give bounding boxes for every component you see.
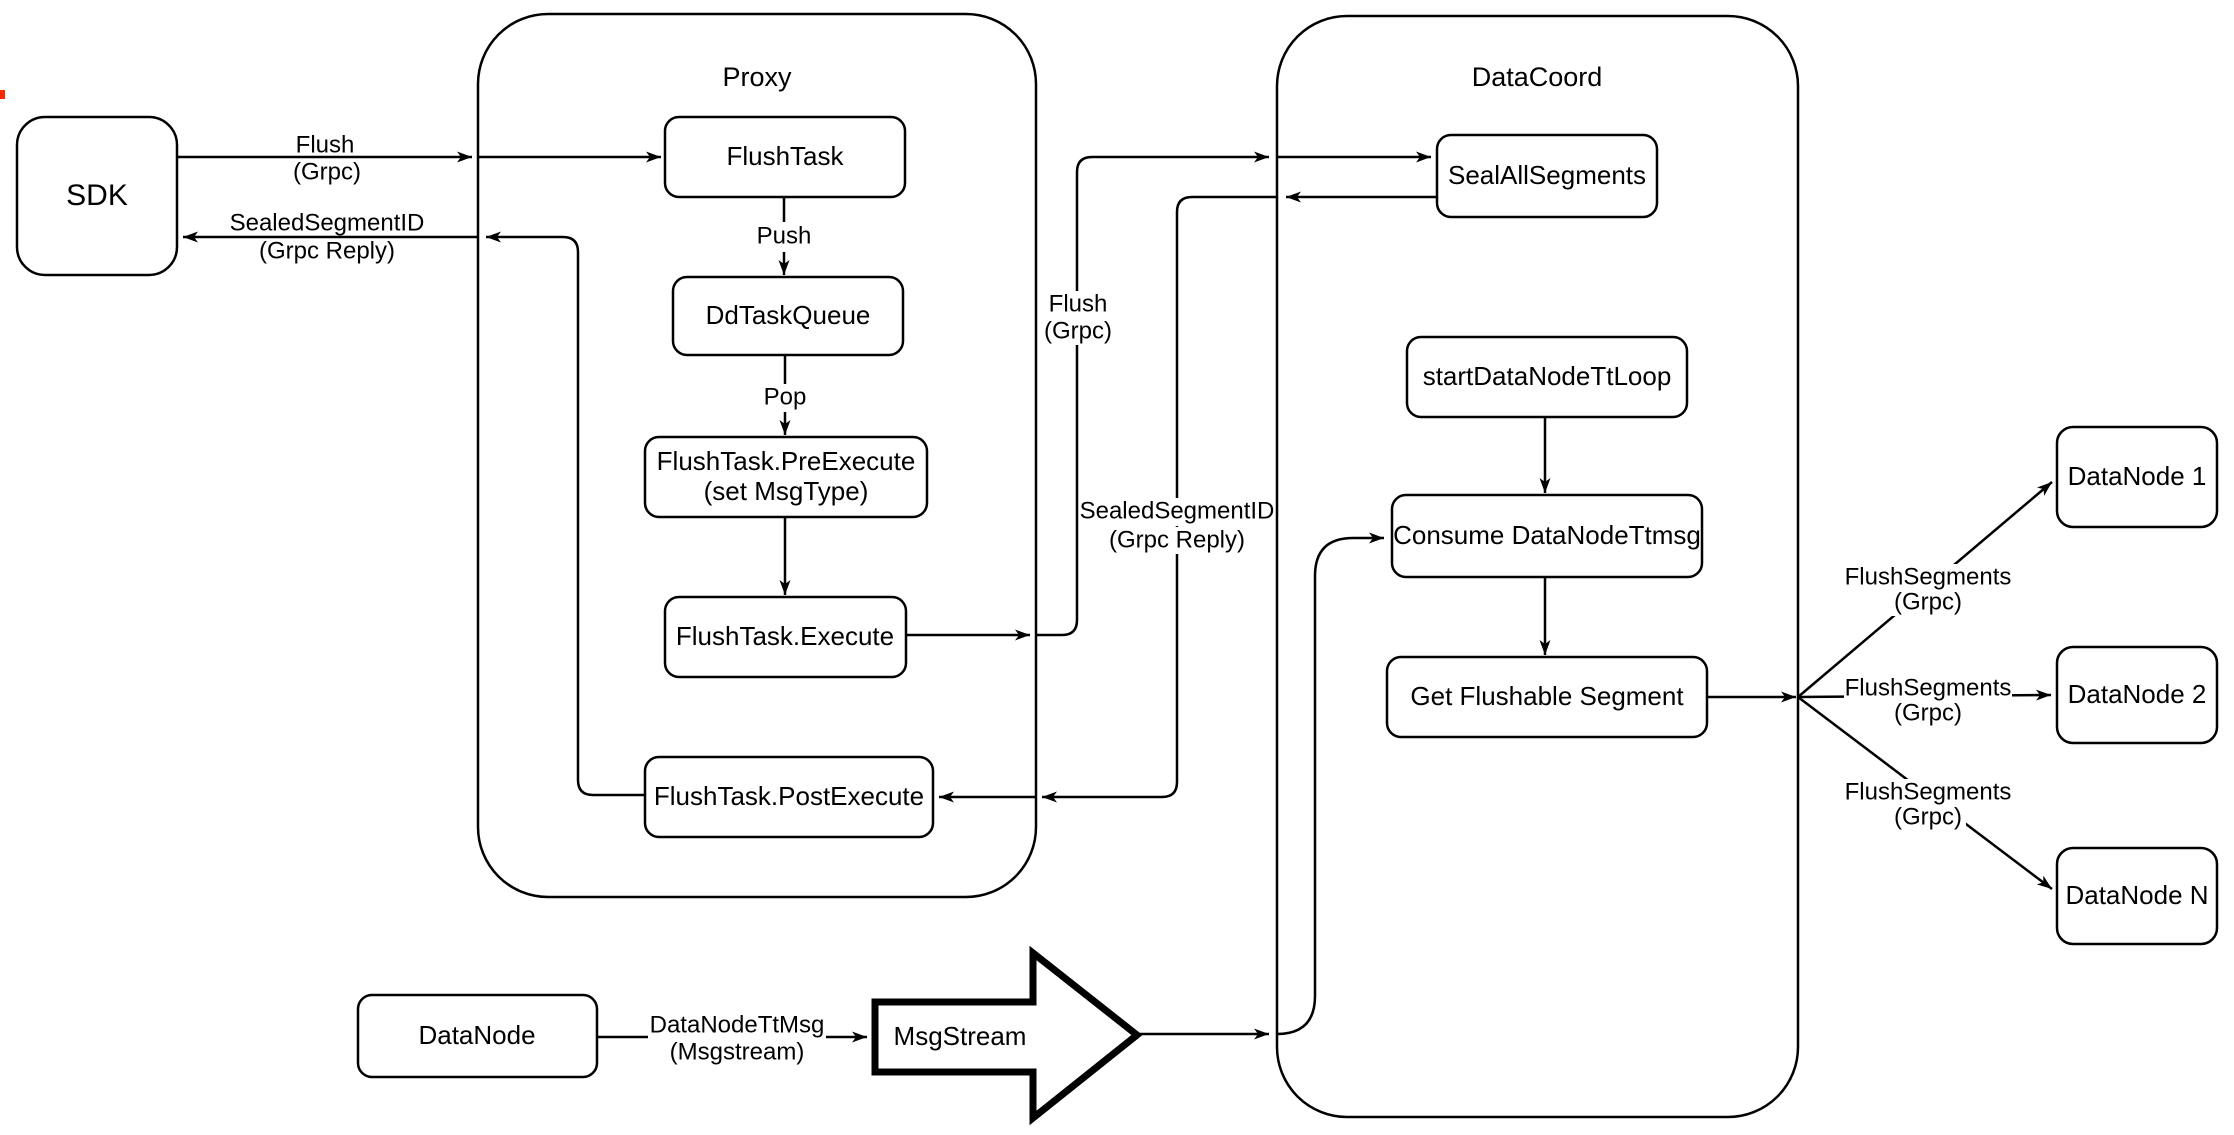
edge-postexecute-to-proxyedge: [486, 231, 645, 797]
label-flush-grpc-line1: Flush: [296, 131, 355, 158]
datacoord-title: DataCoord: [1472, 62, 1603, 92]
node-preexecute: FlushTask.PreExecute (set MsgType): [643, 435, 929, 519]
label-flushsegments2-line1: FlushSegments: [1845, 674, 2012, 701]
node-ddtaskqueue: DdTaskQueue: [671, 275, 905, 357]
svg-text:FlushTask.PostExecute: FlushTask.PostExecute: [654, 781, 924, 811]
node-flushtask: FlushTask: [663, 115, 907, 199]
edge-reply-down-to-proxy: [1042, 195, 1277, 803]
svg-text:MsgStream: MsgStream: [894, 1021, 1027, 1051]
label-datanodettmsg-line1: DataNodeTtMsg: [650, 1011, 825, 1038]
label-sealedsegmentid-line1: SealedSegmentID: [230, 209, 425, 236]
svg-text:Consume DataNodeTtmsg: Consume DataNodeTtmsg: [1393, 520, 1701, 550]
svg-text:DataNode: DataNode: [418, 1020, 535, 1050]
svg-text:(set MsgType): (set MsgType): [704, 476, 869, 506]
svg-text:DataNode 2: DataNode 2: [2068, 679, 2207, 709]
node-getflushablesegment: Get Flushable Segment: [1385, 655, 1709, 739]
node-msgstream: MsgStream: [871, 945, 1143, 1126]
label-flushsegments1-line1: FlushSegments: [1845, 563, 2012, 590]
node-datanode1: DataNode 1: [2055, 425, 2219, 529]
svg-text:SealAllSegments: SealAllSegments: [1448, 160, 1646, 190]
label-flushsegments3-line1: FlushSegments: [1845, 778, 2012, 805]
label-push: Push: [757, 222, 812, 249]
node-execute: FlushTask.Execute: [663, 595, 908, 679]
svg-text:FlushTask: FlushTask: [726, 141, 844, 171]
datacoord-container: [1275, 14, 1800, 1119]
label-flush-mid-line1: Flush: [1049, 290, 1108, 317]
svg-text:startDataNodeTtLoop: startDataNodeTtLoop: [1423, 361, 1672, 391]
node-sealallsegments: SealAllSegments: [1435, 133, 1659, 219]
node-sdk: SDK: [15, 115, 179, 277]
label-flush-grpc-line2: (Grpc): [293, 158, 361, 185]
label-flushsegments1-line2: (Grpc): [1894, 588, 1962, 615]
svg-text:SDK: SDK: [66, 179, 128, 212]
label-flushsegments2-line2: (Grpc): [1894, 699, 1962, 726]
edge-msgstream-to-consume: [1276, 532, 1384, 1036]
label-pop: Pop: [764, 383, 807, 410]
node-consumedatanodettmsg: Consume DataNodeTtmsg: [1390, 493, 1704, 579]
label-flushsegments3-line2: (Grpc): [1894, 803, 1962, 830]
proxy-container: [476, 12, 1038, 899]
proxy-title: Proxy: [722, 62, 792, 92]
label-datanodettmsg-line2: (Msgstream): [670, 1038, 805, 1065]
node-datanoden: DataNode N: [2055, 846, 2219, 946]
node-startdatanodettloop: startDataNodeTtLoop: [1405, 335, 1689, 419]
label-flush-mid-line2: (Grpc): [1044, 317, 1112, 344]
label-sealedsegmentid-mid-line2: (Grpc Reply): [1109, 526, 1245, 553]
red-edge-artifact: [0, 90, 5, 99]
label-grpc-reply-line2: (Grpc Reply): [259, 237, 395, 264]
node-datanode2: DataNode 2: [2055, 645, 2219, 745]
label-sealedsegmentid-mid-line1: SealedSegmentID: [1080, 497, 1275, 524]
svg-text:DataNode 1: DataNode 1: [2068, 461, 2207, 491]
svg-text:FlushTask.Execute: FlushTask.Execute: [676, 621, 894, 651]
svg-text:DdTaskQueue: DdTaskQueue: [706, 300, 871, 330]
svg-text:FlushTask.PreExecute: FlushTask.PreExecute: [657, 446, 916, 476]
node-postexecute: FlushTask.PostExecute: [643, 755, 935, 839]
edge-flush-up-to-datacoord: [1036, 151, 1269, 637]
svg-text:Get Flushable Segment: Get Flushable Segment: [1410, 681, 1684, 711]
node-datanode: DataNode: [356, 993, 599, 1079]
svg-text:DataNode N: DataNode N: [2065, 880, 2208, 910]
